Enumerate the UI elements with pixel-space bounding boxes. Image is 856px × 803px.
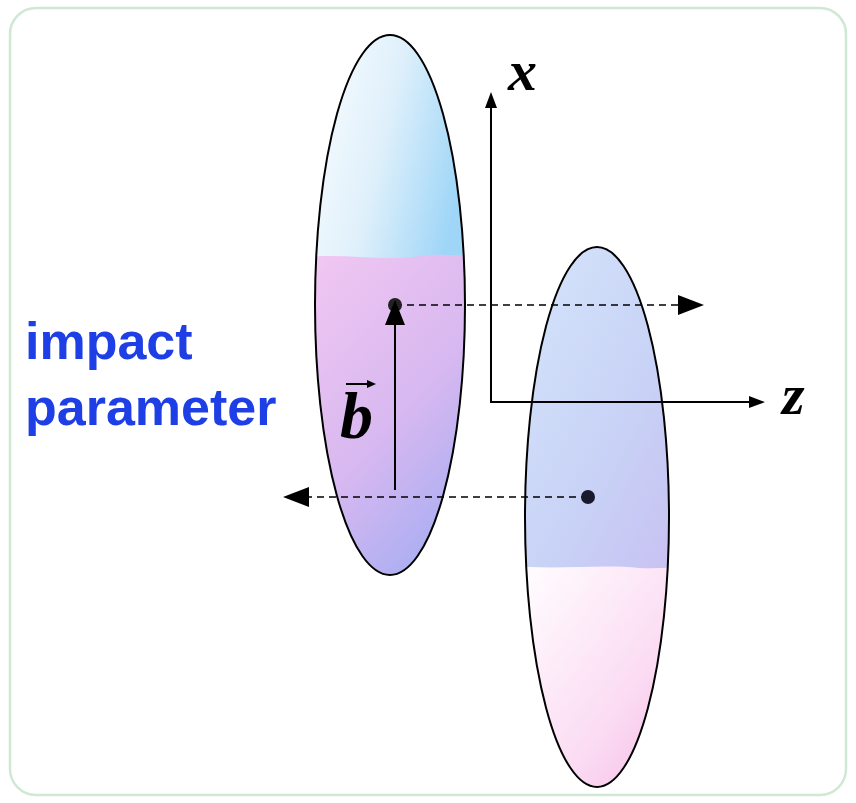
axis-label-holder: x (508, 42, 568, 100)
vector-label: b (340, 383, 390, 449)
impact-parameter-label-holder: impact parameter (25, 308, 325, 440)
vector-label-holder: b (340, 383, 390, 449)
axis-label-holder: z (782, 366, 842, 424)
impact-parameter-label: impact parameter (25, 308, 325, 440)
axis-label: z (782, 366, 842, 424)
axis-label: x (508, 42, 568, 100)
